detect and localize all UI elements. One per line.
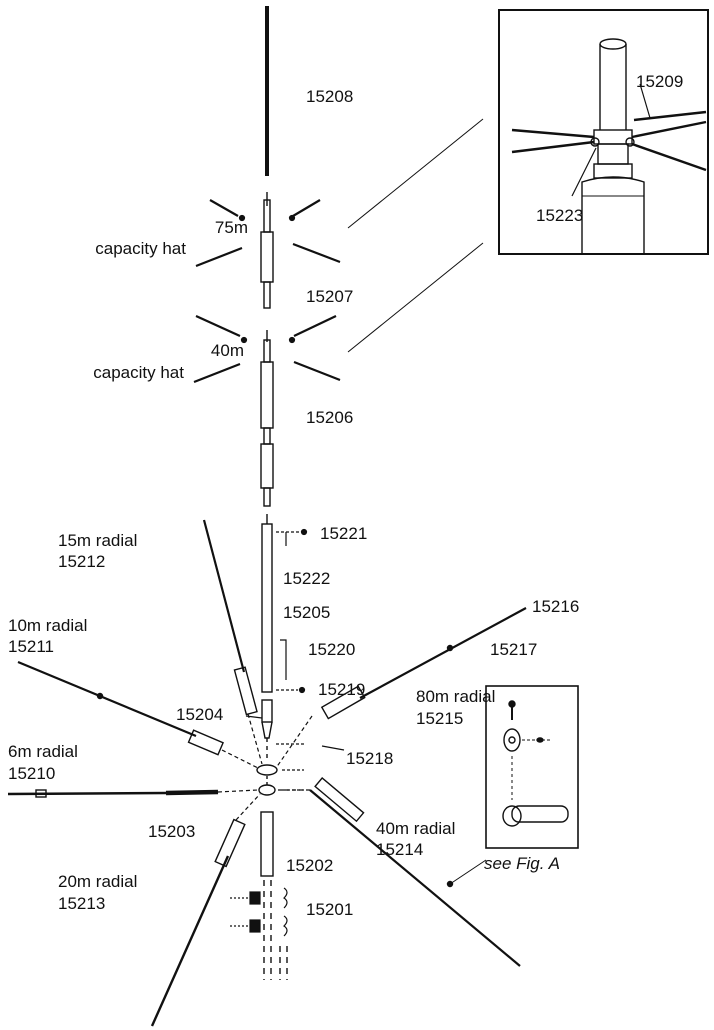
radial-6m-label: 6m radial: [8, 742, 78, 761]
radial-20m-label: 20m radial: [58, 872, 138, 891]
part-15221-label: 15221: [320, 524, 368, 543]
part-15217-label: 15217: [490, 640, 538, 659]
radial-10m-label: 10m radial: [8, 616, 88, 635]
vertical-element: [256, 6, 288, 980]
part-15205-label: 15205: [283, 603, 331, 622]
part-15223-label: 15223: [536, 206, 584, 225]
radial-10m: [17, 660, 224, 756]
part-15218-label: 15218: [346, 749, 394, 768]
radial-connectors: [217, 713, 313, 821]
part-15219-label: 15219: [318, 680, 366, 699]
radial-80m-label: 80m radial: [416, 687, 496, 706]
inset-detail: [347, 9, 709, 353]
radial-15m: [202, 519, 258, 716]
hat-40m-label: 40m: [210, 341, 244, 360]
part-15208-label: 15208: [306, 87, 354, 106]
radial-20m-part: 15213: [58, 894, 106, 913]
part-15206-label: 15206: [306, 408, 354, 427]
part-15207-label: 15207: [306, 287, 354, 306]
radial-6m: [7, 789, 219, 798]
radial-80m-part: 15215: [416, 709, 464, 728]
fig-a-detail: [485, 685, 579, 849]
part-15201-label: 15201: [306, 900, 354, 919]
part-15216-label: 15216: [532, 597, 580, 616]
radial-20m: [150, 818, 246, 1027]
radial-15m-part: 15212: [58, 552, 106, 571]
radial-40m: [309, 777, 521, 967]
part-15202-label: 15202: [286, 856, 334, 875]
radial-80m: [320, 607, 527, 720]
radial-15m-label: 15m radial: [58, 531, 138, 550]
part-15220-label: 15220: [308, 640, 356, 659]
see-fig-a-label: see Fig. A: [484, 854, 560, 873]
capacity-hat-75m: [195, 199, 341, 268]
radial-6m-part: 15210: [8, 764, 56, 783]
part-15209-label: 15209: [636, 72, 684, 91]
radial-40m-part: 15214: [376, 840, 424, 859]
part-15204-label: 15204: [176, 705, 224, 724]
radial-40m-label: 40m radial: [376, 819, 456, 838]
part-15203-label: 15203: [148, 822, 196, 841]
capacity-hat-40m: [193, 314, 341, 384]
hat-75m-caption: capacity hat: [95, 239, 186, 258]
part-15222-label: 15222: [283, 569, 331, 588]
hat-40m-caption: capacity hat: [93, 363, 184, 382]
radial-10m-part: 15211: [8, 637, 55, 656]
hat-75m-label: 75m: [214, 218, 248, 237]
